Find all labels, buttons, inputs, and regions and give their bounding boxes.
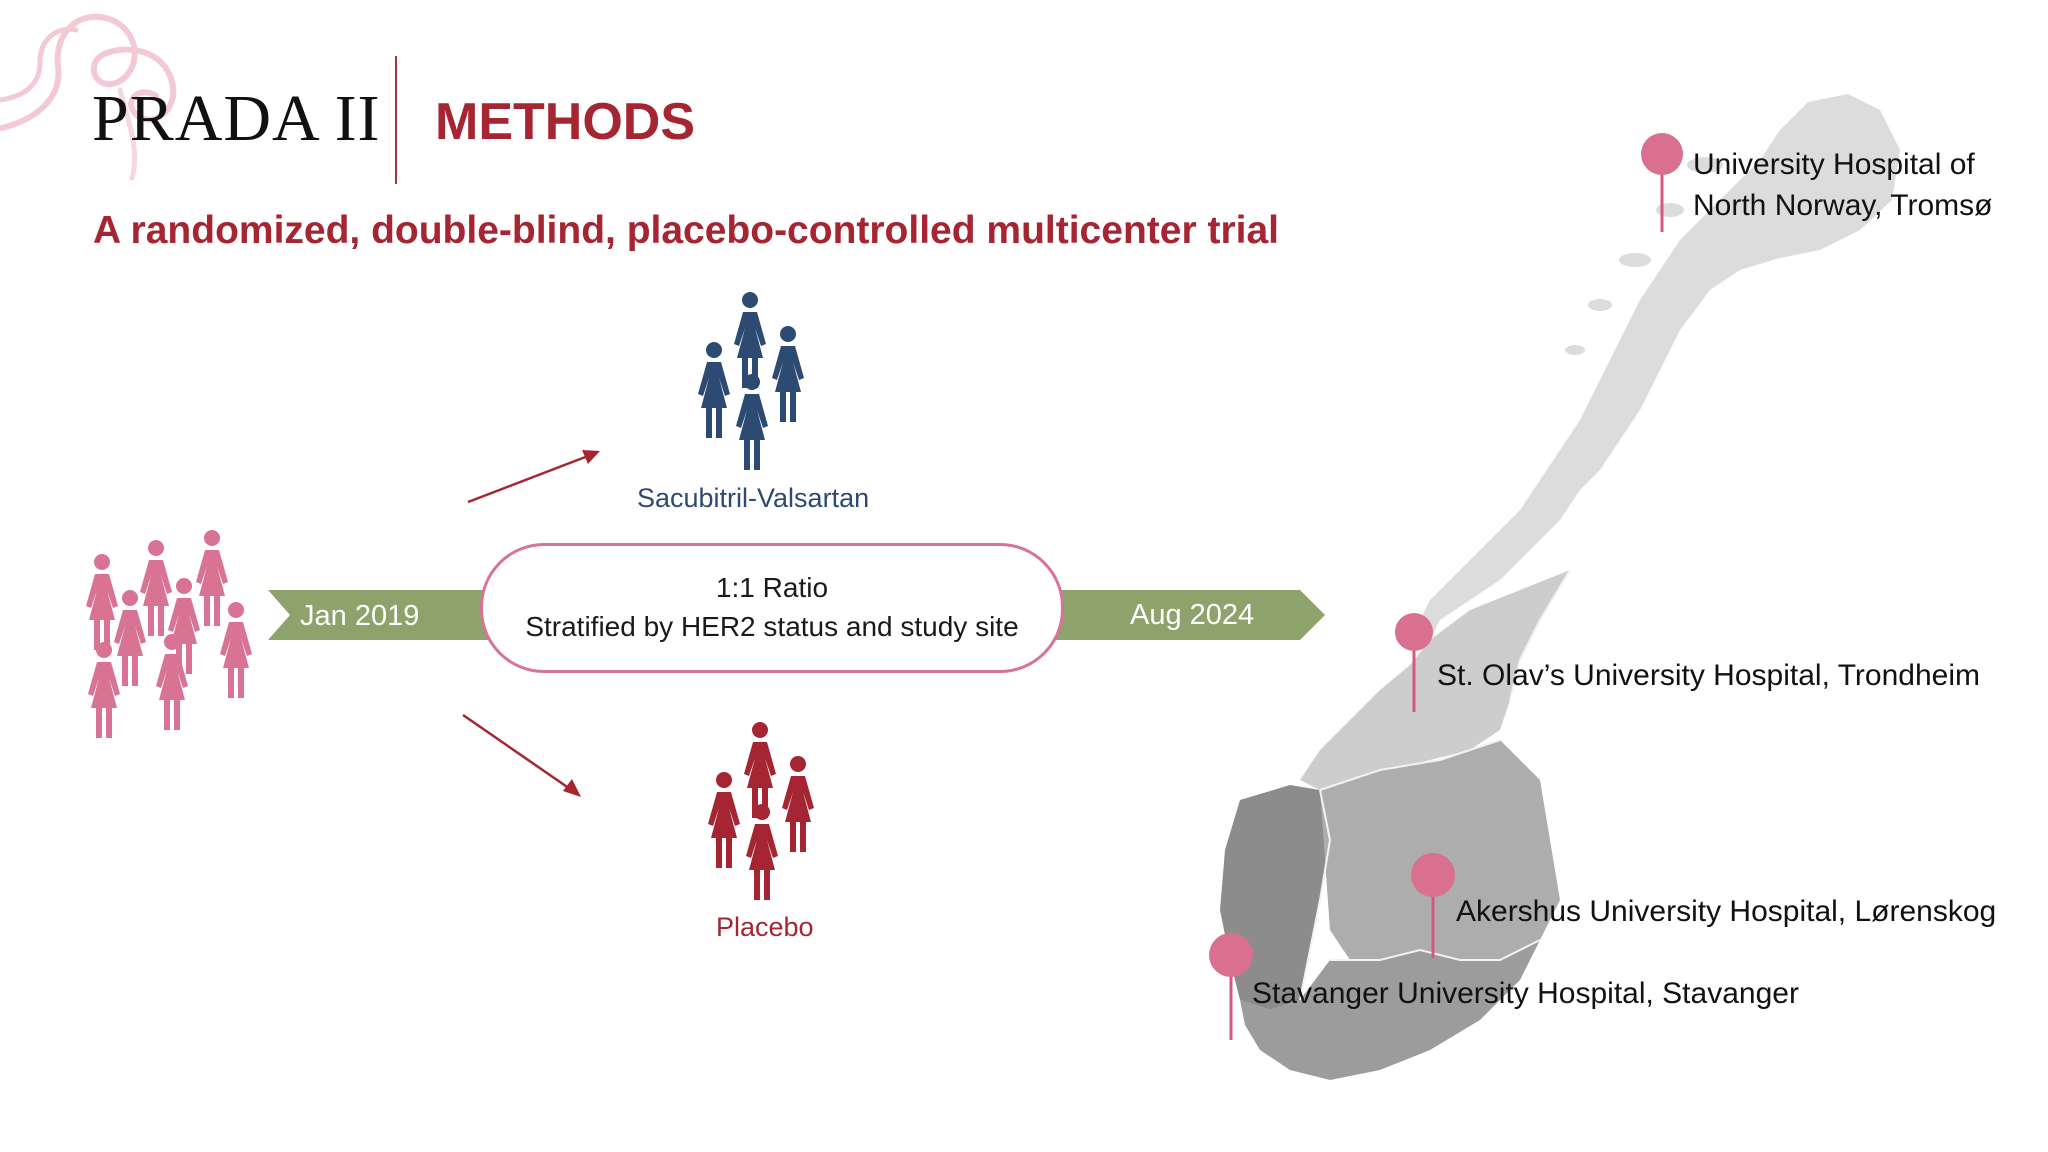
map-region-north bbox=[1410, 94, 1900, 640]
logo-divider bbox=[395, 56, 397, 184]
treatment-label: Sacubitril-Valsartan bbox=[637, 483, 870, 513]
map-region-south bbox=[1240, 940, 1540, 1080]
treatment-group-icon bbox=[698, 292, 804, 470]
patient-crowd-icon bbox=[86, 530, 252, 738]
timeline-end-label: Aug 2024 bbox=[1130, 599, 1255, 631]
stratification-label: Stratified by HER2 status and study site bbox=[525, 611, 1019, 642]
site-label-tromso-line2: North Norway, Tromsø bbox=[1693, 188, 1993, 222]
placebo-group-icon bbox=[708, 722, 814, 900]
site-label-trondheim: St. Olav’s University Hospital, Trondhei… bbox=[1437, 659, 1980, 692]
pin-lorenskog-icon bbox=[1411, 853, 1455, 958]
arrow-to-treatment bbox=[467, 450, 600, 504]
timeline-start-label: Jan 2019 bbox=[300, 600, 420, 632]
logo-swirl-icon bbox=[0, 13, 177, 181]
pin-trondheim-icon bbox=[1395, 613, 1433, 712]
pin-stavanger-icon bbox=[1209, 933, 1253, 1040]
site-label-tromso: University Hospital of North Norway, Tro… bbox=[1693, 145, 1993, 227]
map-region-east bbox=[1320, 740, 1560, 960]
site-label-lorenskog: Akershus University Hospital, Lørenskog bbox=[1456, 895, 1997, 928]
subtitle: A randomized, double-blind, placebo-cont… bbox=[93, 209, 1279, 252]
pin-tromso-icon bbox=[1641, 133, 1683, 232]
map-region-central bbox=[1300, 570, 1570, 790]
timeline-start-arrow bbox=[268, 590, 498, 640]
section-title: METHODS bbox=[435, 93, 695, 151]
site-label-stavanger: Stavanger University Hospital, Stavanger bbox=[1252, 977, 1799, 1010]
site-label-tromso-line1: University Hospital of bbox=[1693, 148, 1975, 181]
logo-text: PRADA II bbox=[92, 82, 381, 155]
timeline-end-arrow bbox=[1050, 590, 1325, 640]
arrow-to-placebo bbox=[462, 713, 581, 797]
placebo-label: Placebo bbox=[716, 912, 814, 942]
randomization-box: 1:1 Ratio Stratified by HER2 status and … bbox=[480, 543, 1064, 673]
ratio-label: 1:1 Ratio bbox=[715, 572, 829, 604]
norway-map bbox=[1220, 94, 1900, 1080]
